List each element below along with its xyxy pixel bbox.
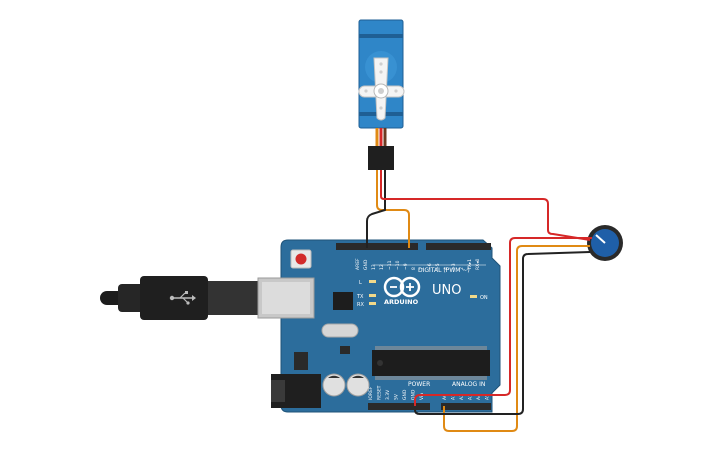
servo-motor[interactable]	[358, 19, 405, 170]
pin-label: RESET	[377, 385, 383, 400]
pin-label: A2	[459, 394, 465, 400]
atmega-microcontroller	[372, 346, 490, 380]
regulator-chip	[294, 352, 308, 370]
model-label: UNO	[432, 283, 461, 298]
wires	[366, 170, 592, 432]
pin-label: 5V	[394, 393, 400, 400]
potentiometer[interactable]	[587, 225, 623, 261]
wire-pot-5v	[414, 237, 592, 406]
wire-servo-power	[380, 170, 591, 241]
rx-label: RX	[357, 302, 364, 308]
capacitor	[346, 373, 370, 397]
pin-label: ~9	[403, 263, 409, 270]
pin-label: ~3	[451, 263, 457, 270]
pin-label: A1	[451, 394, 457, 400]
pin-label: 2	[459, 267, 465, 270]
l-label: L	[359, 280, 362, 286]
servo-horn[interactable]	[358, 57, 405, 121]
pin-label: RX◂0	[475, 259, 481, 270]
pin-label: GND	[411, 389, 417, 400]
pin-label: Vin	[419, 393, 425, 400]
servo-connector	[368, 146, 394, 170]
pin-label: 7	[419, 267, 425, 270]
pin-label: IOREF	[368, 386, 374, 400]
usb-cable[interactable]	[100, 276, 260, 320]
pin-label: A0	[442, 394, 448, 400]
pin-label: 12	[379, 264, 385, 270]
brand-label: ARDUINO	[384, 298, 419, 306]
pin-label: 3.3V	[385, 389, 391, 400]
wire-pot-signal	[443, 245, 590, 432]
digital-label: DIGITAL (PWM ~)	[418, 267, 470, 274]
capacitor	[322, 373, 346, 397]
analog-header[interactable]	[441, 403, 491, 410]
pin-label: ~6	[427, 263, 433, 270]
crystal-oscillator	[321, 323, 359, 338]
pin-label: 8	[411, 267, 417, 270]
reset-button[interactable]	[290, 249, 312, 269]
tx-label: TX	[356, 294, 364, 300]
analog-label: ANALOG IN	[452, 381, 485, 388]
on-label: ON	[480, 295, 488, 301]
pin-label: GND	[402, 389, 408, 400]
usb-chip	[333, 292, 353, 310]
arduino-logo-icon	[383, 276, 421, 298]
pin-label: 4	[443, 267, 449, 270]
aref-label: AREF	[355, 258, 361, 270]
digital-header[interactable]	[336, 243, 491, 250]
pin-label: 13	[371, 264, 377, 270]
led-rx	[369, 302, 376, 305]
power-label: POWER	[408, 381, 430, 388]
pin-label: A3	[468, 394, 474, 400]
wire-servo-gnd	[366, 170, 386, 248]
usb-icon	[169, 291, 196, 305]
gnd-label: GND	[363, 259, 369, 270]
led-l	[369, 280, 376, 283]
arduino-uno-board[interactable]: ARDUINO UNO L TX RX ON DIGITAL (PWM ~) A…	[257, 239, 501, 413]
power-header[interactable]	[368, 403, 430, 410]
wire-pot-gnd	[414, 251, 591, 415]
pin-label: A4	[476, 394, 482, 400]
led-tx	[369, 294, 376, 297]
pin-label: ~5	[435, 263, 441, 270]
pin-label: A5	[485, 394, 491, 400]
wire-servo-signal	[376, 170, 410, 248]
led-on	[470, 295, 477, 298]
